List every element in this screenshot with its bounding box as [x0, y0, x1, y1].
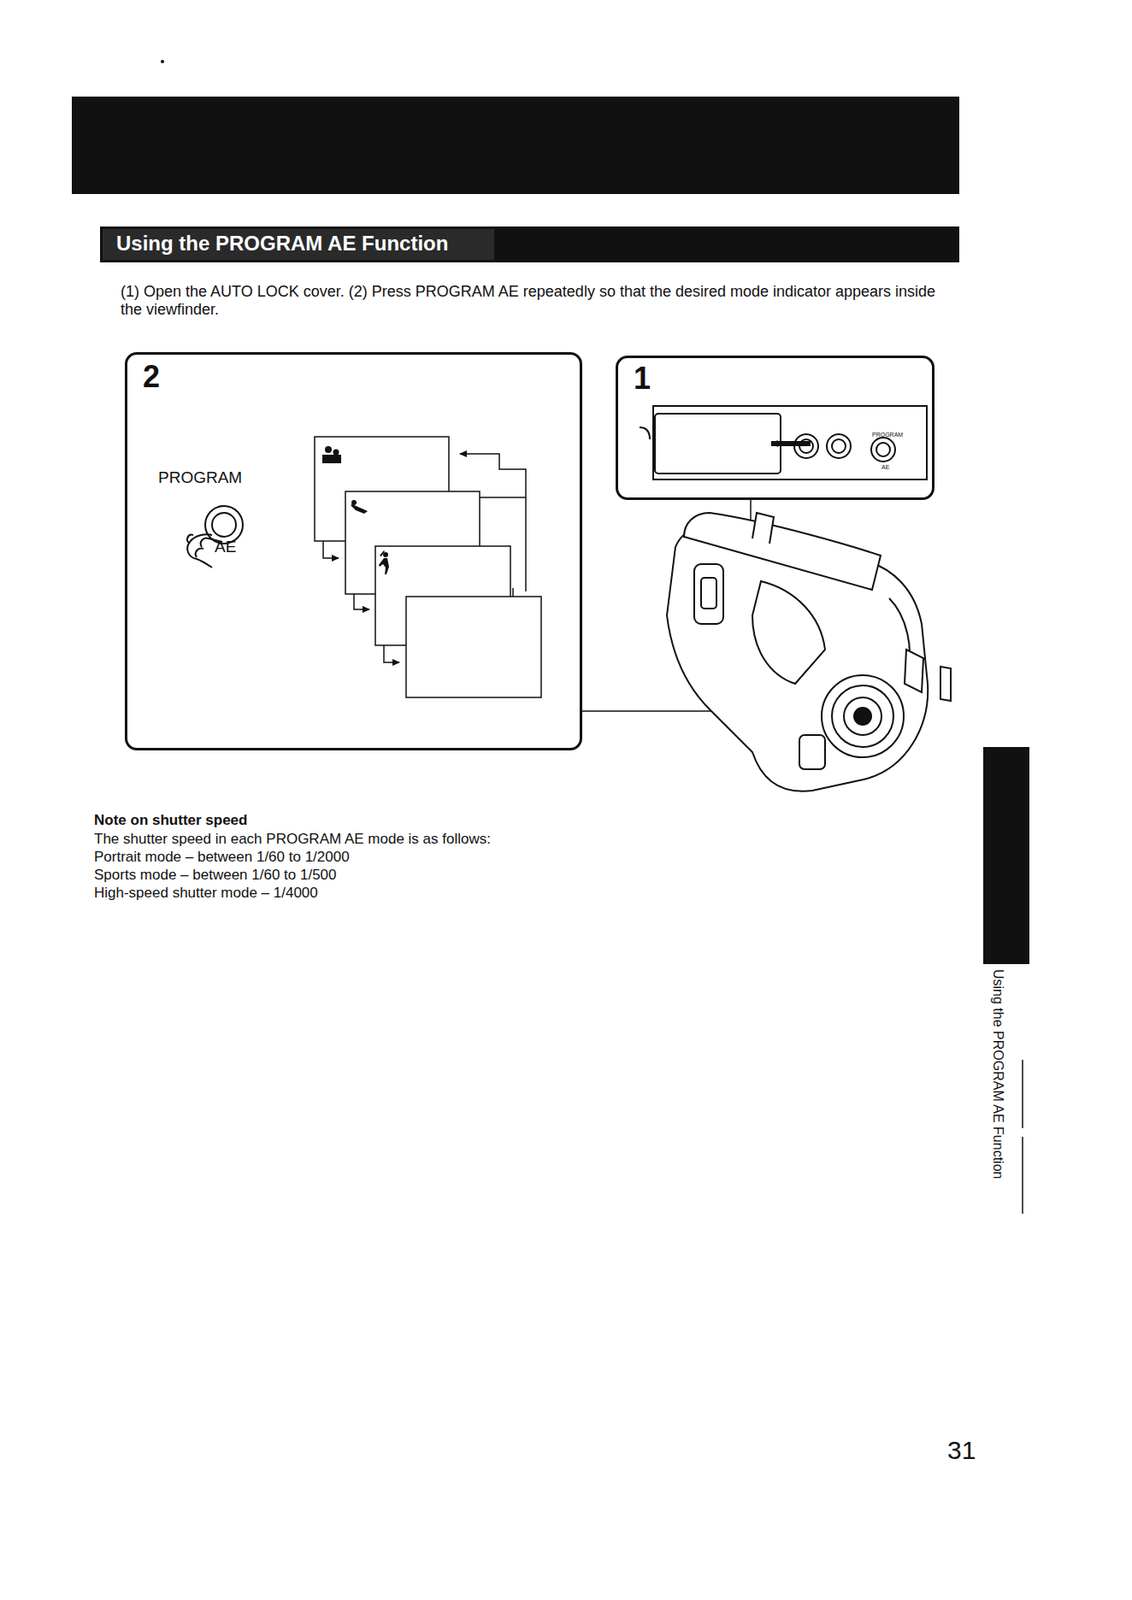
note-text: Sports mode – between 1/60 to 1/500 — [94, 866, 337, 885]
panel-number: 2 — [142, 359, 160, 395]
section-title: Using the PROGRAM AE Function — [116, 231, 449, 256]
step-arrows — [323, 453, 526, 663]
header-band — [71, 96, 960, 195]
note-heading: Note on shutter speed — [94, 812, 248, 830]
panel-number: 1 — [633, 361, 651, 396]
instruction-text: (1) Open the AUTO LOCK cover. (2) Press … — [120, 283, 942, 319]
note-text: High-speed shutter mode – 1/4000 — [94, 884, 319, 903]
button-label-small: PROGRAM — [872, 431, 903, 439]
page-number: 31 — [947, 1436, 976, 1466]
instruction-panel: 2PROGRAM AE — [124, 352, 583, 751]
note-text: The shutter speed in each PROGRAM AE mod… — [94, 831, 491, 849]
side-tab-text: Using the PROGRAM AE Function — [990, 969, 1006, 1180]
program-ae-button — [187, 506, 243, 568]
camcorder-illustration — [666, 512, 951, 792]
instruction-panel: 1PROGRAM AE — [615, 355, 935, 501]
auto-lock-cover — [639, 406, 927, 480]
section-bar — [100, 226, 960, 263]
button-label: PROGRAM — [158, 469, 242, 488]
mode-icons — [322, 446, 390, 575]
side-tab — [983, 747, 1030, 965]
button-label: AE — [214, 538, 236, 557]
note-text: Portrait mode – between 1/60 to 1/2000 — [94, 849, 350, 867]
button-label-small: AE — [881, 464, 890, 472]
mode-screens — [314, 436, 542, 698]
section-highlight — [102, 229, 495, 260]
